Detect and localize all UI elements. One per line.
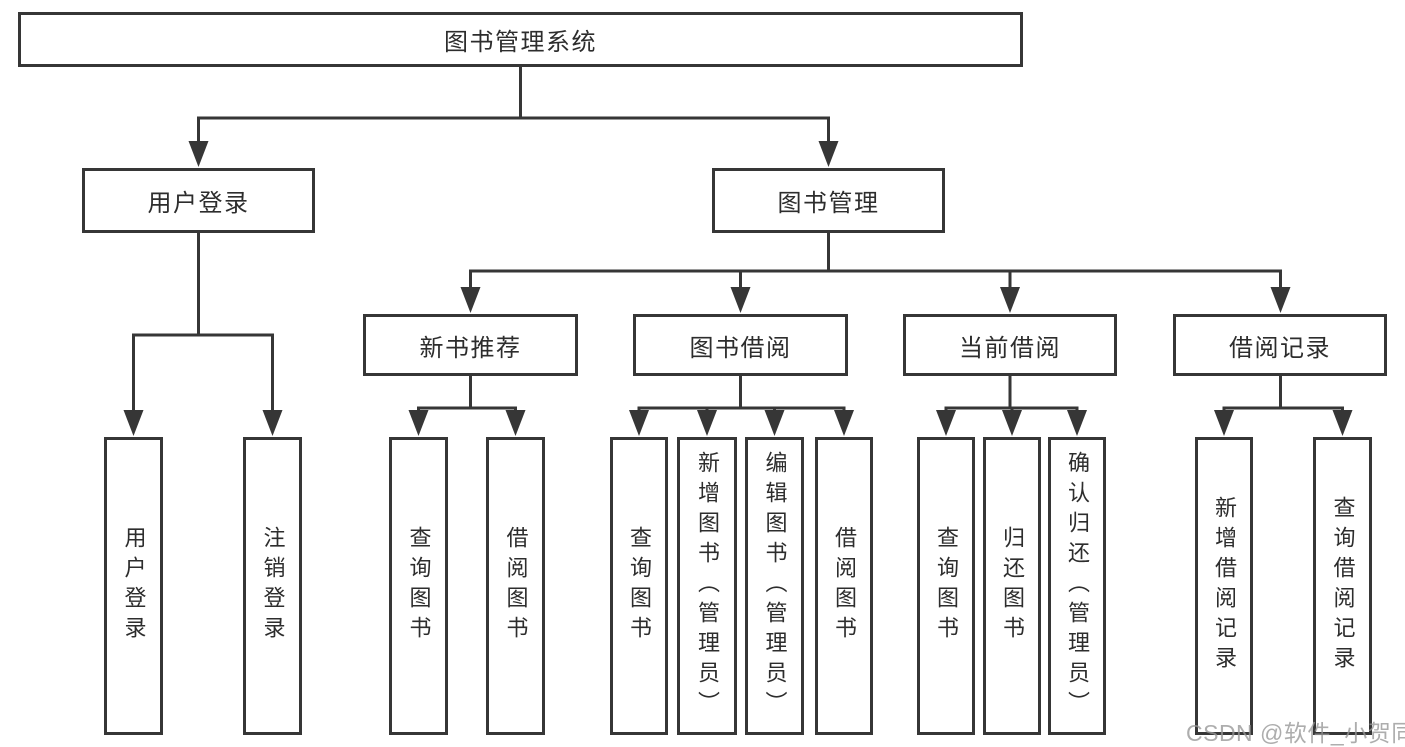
node-label: 用户登录 <box>121 526 147 646</box>
node-library-system: 图书管理系统 <box>18 12 1023 67</box>
leaf-borrow-books-recommend: 借阅图书 <box>486 437 545 735</box>
node-book-borrowing: 图书借阅 <box>633 314 848 376</box>
node-label: 查询图书 <box>406 526 432 646</box>
leaf-query-books-current: 查询图书 <box>917 437 975 735</box>
node-new-book-recommend: 新书推荐 <box>363 314 578 376</box>
leaf-add-book-admin: 新增图书（管理员） <box>677 437 737 735</box>
leaf-borrow-books-borrowing: 借阅图书 <box>815 437 873 735</box>
leaf-add-borrow-record: 新增借阅记录 <box>1195 437 1253 735</box>
node-label: 图书借阅 <box>689 334 792 362</box>
leaf-logout: 注销登录 <box>243 437 302 735</box>
leaf-edit-book-admin: 编辑图书（管理员） <box>745 437 804 735</box>
node-user-login: 用户登录 <box>82 168 315 233</box>
node-label: 编辑图书（管理员） <box>762 451 788 721</box>
node-label: 归还图书 <box>1000 526 1025 646</box>
node-label: 确认归还（管理员） <box>1065 451 1090 721</box>
node-label: 查询借阅记录 <box>1330 496 1356 676</box>
csdn-watermark: CSDN @软件_小贺同学 <box>1186 720 1405 746</box>
node-label: 查询图书 <box>627 526 652 646</box>
node-label: 注销登录 <box>260 526 286 646</box>
node-label: 借阅图书 <box>503 526 529 646</box>
node-book-management: 图书管理 <box>712 168 945 233</box>
node-label: 图书管理 <box>777 190 880 217</box>
leaf-confirm-return-admin: 确认归还（管理员） <box>1048 437 1106 735</box>
node-label: 借阅记录 <box>1229 334 1331 362</box>
leaf-return-books: 归还图书 <box>983 437 1041 735</box>
node-label: 用户登录 <box>147 190 250 217</box>
node-current-borrowing: 当前借阅 <box>903 314 1117 376</box>
node-label: 当前借阅 <box>959 334 1061 362</box>
leaf-query-books-borrowing: 查询图书 <box>610 437 668 735</box>
leaf-query-borrow-record: 查询借阅记录 <box>1313 437 1372 735</box>
node-borrowing-records: 借阅记录 <box>1173 314 1387 376</box>
leaf-query-books-recommend: 查询图书 <box>389 437 448 735</box>
arrowheads <box>123 141 1353 436</box>
node-label: 新书推荐 <box>419 334 522 362</box>
leaf-user-login: 用户登录 <box>104 437 163 735</box>
node-label: 新增借阅记录 <box>1212 496 1237 676</box>
node-label: 借阅图书 <box>832 526 857 646</box>
node-label: 查询图书 <box>934 526 959 646</box>
node-label: 图书管理系统 <box>444 29 597 56</box>
node-label: 新增图书（管理员） <box>695 451 720 721</box>
